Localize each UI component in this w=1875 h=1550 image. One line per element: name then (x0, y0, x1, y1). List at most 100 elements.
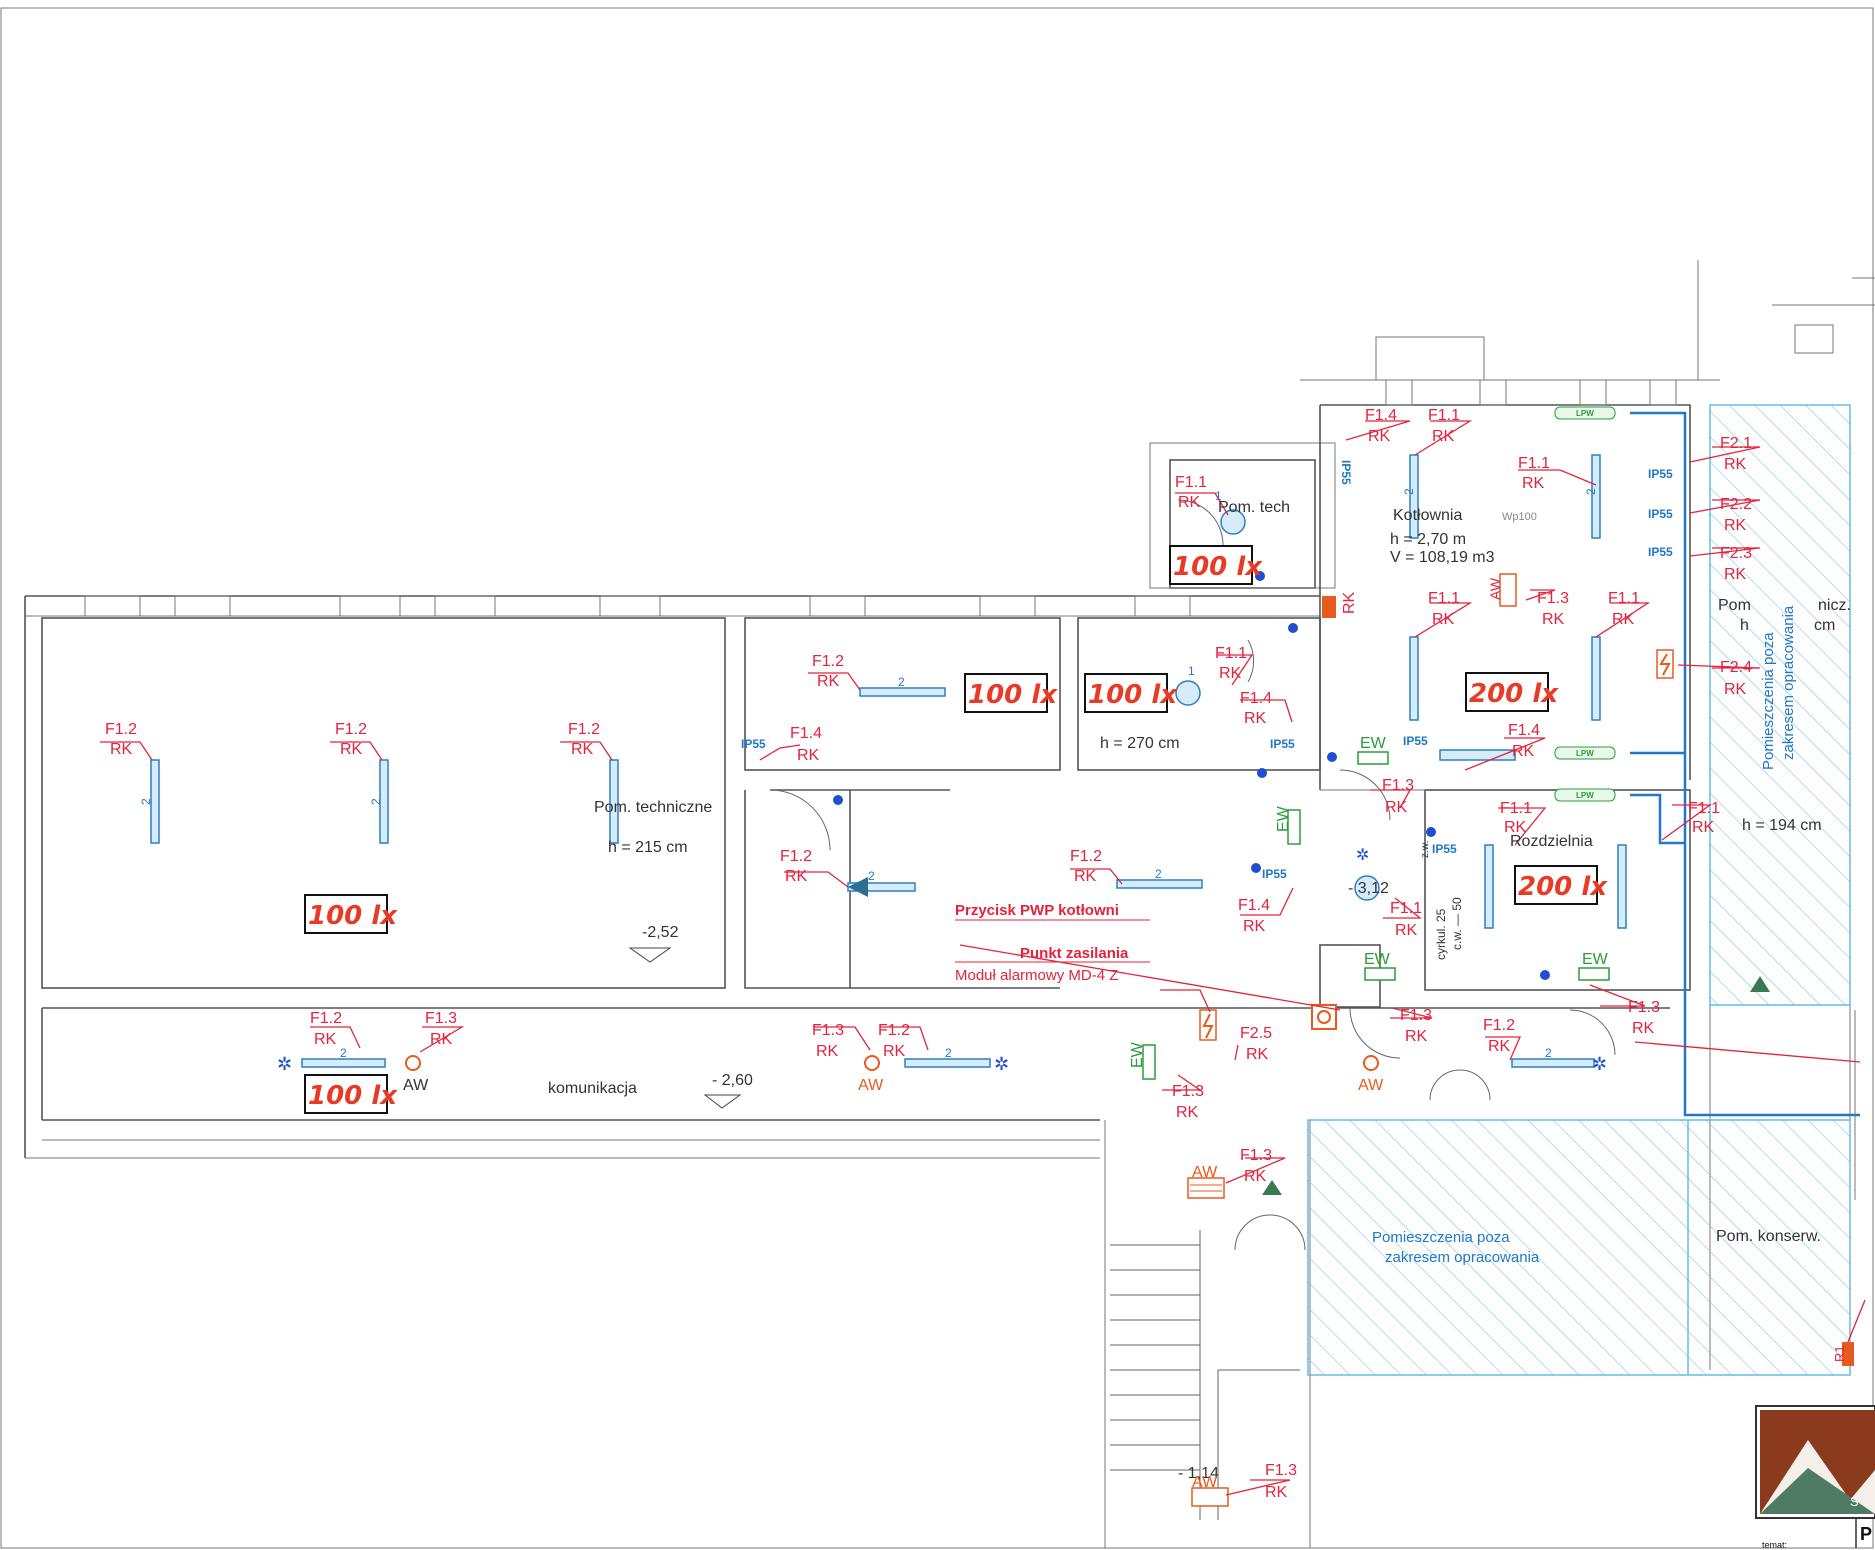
circuit-label: F1.4 (1240, 690, 1272, 707)
circuit-label: F1.3 (1628, 999, 1660, 1016)
fixtures: ✲ ✲ ✲ ✲ LPW (277, 406, 1854, 1507)
alarm-label: AW (1487, 577, 1503, 600)
circuit-label: F1.2 (1483, 1017, 1515, 1034)
circuit-label: F1.4 (1238, 897, 1270, 914)
circuit-label: RK (110, 741, 133, 758)
circuit-label: RK (1724, 517, 1747, 534)
circuit-label: RK (816, 1043, 839, 1060)
ip-label: IP55 (1262, 867, 1287, 881)
ip-label: IP55 (1403, 734, 1428, 748)
annotation-pwp: Przycisk PWP kotłowni (955, 902, 1119, 919)
lpw-light-icon (1554, 406, 1616, 802)
svg-text:LPW: LPW (1576, 409, 1594, 418)
circuit-label: RK (883, 1043, 906, 1060)
ip-label: IP55 (741, 737, 766, 751)
circuit-label: RK (1632, 1020, 1655, 1037)
emergency-module-icon (1364, 967, 1396, 981)
lamp (150, 759, 160, 844)
room-height: h = 2,70 m (1390, 531, 1466, 548)
lamp-number: 1 (1215, 489, 1222, 503)
circuit-label: RK (1405, 1028, 1428, 1045)
circuit-label: RK (1612, 611, 1635, 628)
alarm-label: AW (858, 1077, 884, 1094)
ew-label: EW (1364, 951, 1391, 968)
circuit-label: RK (1176, 1104, 1199, 1121)
switch-icon (1257, 768, 1267, 778)
circuit-label: F2.5 (1240, 1025, 1272, 1042)
circuit-label: F2.2 (1720, 496, 1752, 513)
circuit-label: RK (1522, 475, 1545, 492)
room-name: komunikacja (548, 1080, 637, 1097)
alarm-label: AW (1358, 1077, 1384, 1094)
cable-route (1630, 411, 1860, 1117)
circuit-label: RK (1542, 611, 1565, 628)
annotation-power: Punkt zasilania (1020, 945, 1129, 962)
circuit-label: RK (340, 741, 363, 758)
excluded-area-label: zakresem opracowania (1385, 1249, 1540, 1266)
room-height: h = 270 cm (1100, 735, 1180, 752)
windows (84, 595, 1191, 617)
lamp (1591, 454, 1601, 539)
title-field: temat: (1762, 1540, 1787, 1550)
pipe-label: z.w. (1420, 841, 1431, 858)
circuit-label: RK (1692, 819, 1715, 836)
circuit-label: RK (1504, 819, 1527, 836)
emergency-light-icon: ✲ (1592, 1054, 1607, 1074)
room-name: Pom. techniczne (594, 799, 712, 816)
lamp-number: 1 (1188, 664, 1195, 678)
circuit-label: RK (1074, 868, 1097, 885)
rk-box-icon (1322, 596, 1336, 618)
ceiling-lamp-icon (1175, 680, 1201, 706)
lamp-number: 2 (340, 1046, 347, 1060)
alarm-label: AW (403, 1077, 429, 1094)
lamp (1116, 879, 1203, 889)
ip-label: IP55 (1339, 460, 1353, 485)
level-label: - 3,12 (1348, 880, 1389, 897)
lamp (1511, 1058, 1595, 1068)
circuit-label: RK (1385, 799, 1408, 816)
circuit-label: RK (1219, 665, 1242, 682)
switch-icon (833, 795, 843, 805)
excluded-area-label: zakresem opracowania (1780, 605, 1797, 760)
circuit-label: F1.2 (105, 721, 137, 738)
annotation-module: Moduł alarmowy MD-4 Z (955, 967, 1118, 984)
circuit-label: F1.2 (878, 1022, 910, 1039)
room-name: Pom (1718, 597, 1751, 614)
circuit-label: RK (785, 868, 808, 885)
alarm-heater-icon (1187, 1177, 1225, 1199)
lux-labels: 100 lx 100 lx 100 lx 100 lx 100 lx 200 l… (304, 545, 1608, 1114)
circuit-label: F1.3 (425, 1010, 457, 1027)
lamp-number: 2 (1545, 1046, 1552, 1060)
switch-icon (1255, 571, 1265, 581)
alarm-sounder-icon (1363, 1055, 1379, 1071)
circuit-label: F2.4 (1720, 659, 1752, 676)
room-name: Rozdzielnia (1510, 833, 1593, 850)
lux-label: 200 lx (1469, 679, 1559, 709)
circuit-label: RK (1724, 681, 1747, 698)
circuit-label: RK (571, 741, 594, 758)
circuit-label: RK (1244, 710, 1267, 727)
ip-label: IP55 (1648, 467, 1673, 481)
alarm-sounder-icon (405, 1055, 421, 1071)
lamp (609, 759, 619, 844)
circuit-label: F1.3 (1537, 590, 1569, 607)
lamp (1439, 749, 1516, 761)
circuit-label: F1.3 (1382, 777, 1414, 794)
lamp-number: 2 (139, 798, 153, 805)
circuit-label: F1.1 (1688, 800, 1720, 817)
circuit-label: RK (1512, 743, 1535, 760)
pipe-label: c.w. — 50 (1450, 897, 1464, 950)
lamp-number: 2 (1155, 867, 1162, 881)
circuit-label: RK (1368, 428, 1391, 445)
excluded-area-label: Pomieszczenia poza (1760, 632, 1777, 770)
leaders (100, 420, 1866, 1496)
circuit-label: F1.1 (1500, 800, 1532, 817)
level-marker (703, 1094, 742, 1109)
circuit-label: RK (1724, 456, 1747, 473)
alarm-label: AW (1192, 1164, 1218, 1181)
circuit-label: F1.2 (568, 721, 600, 738)
room-height: h (1740, 617, 1749, 634)
circuit-label: F1.1 (1215, 645, 1247, 662)
lamp-number: 2 (868, 869, 875, 883)
circuit-label: RK (1243, 918, 1266, 935)
